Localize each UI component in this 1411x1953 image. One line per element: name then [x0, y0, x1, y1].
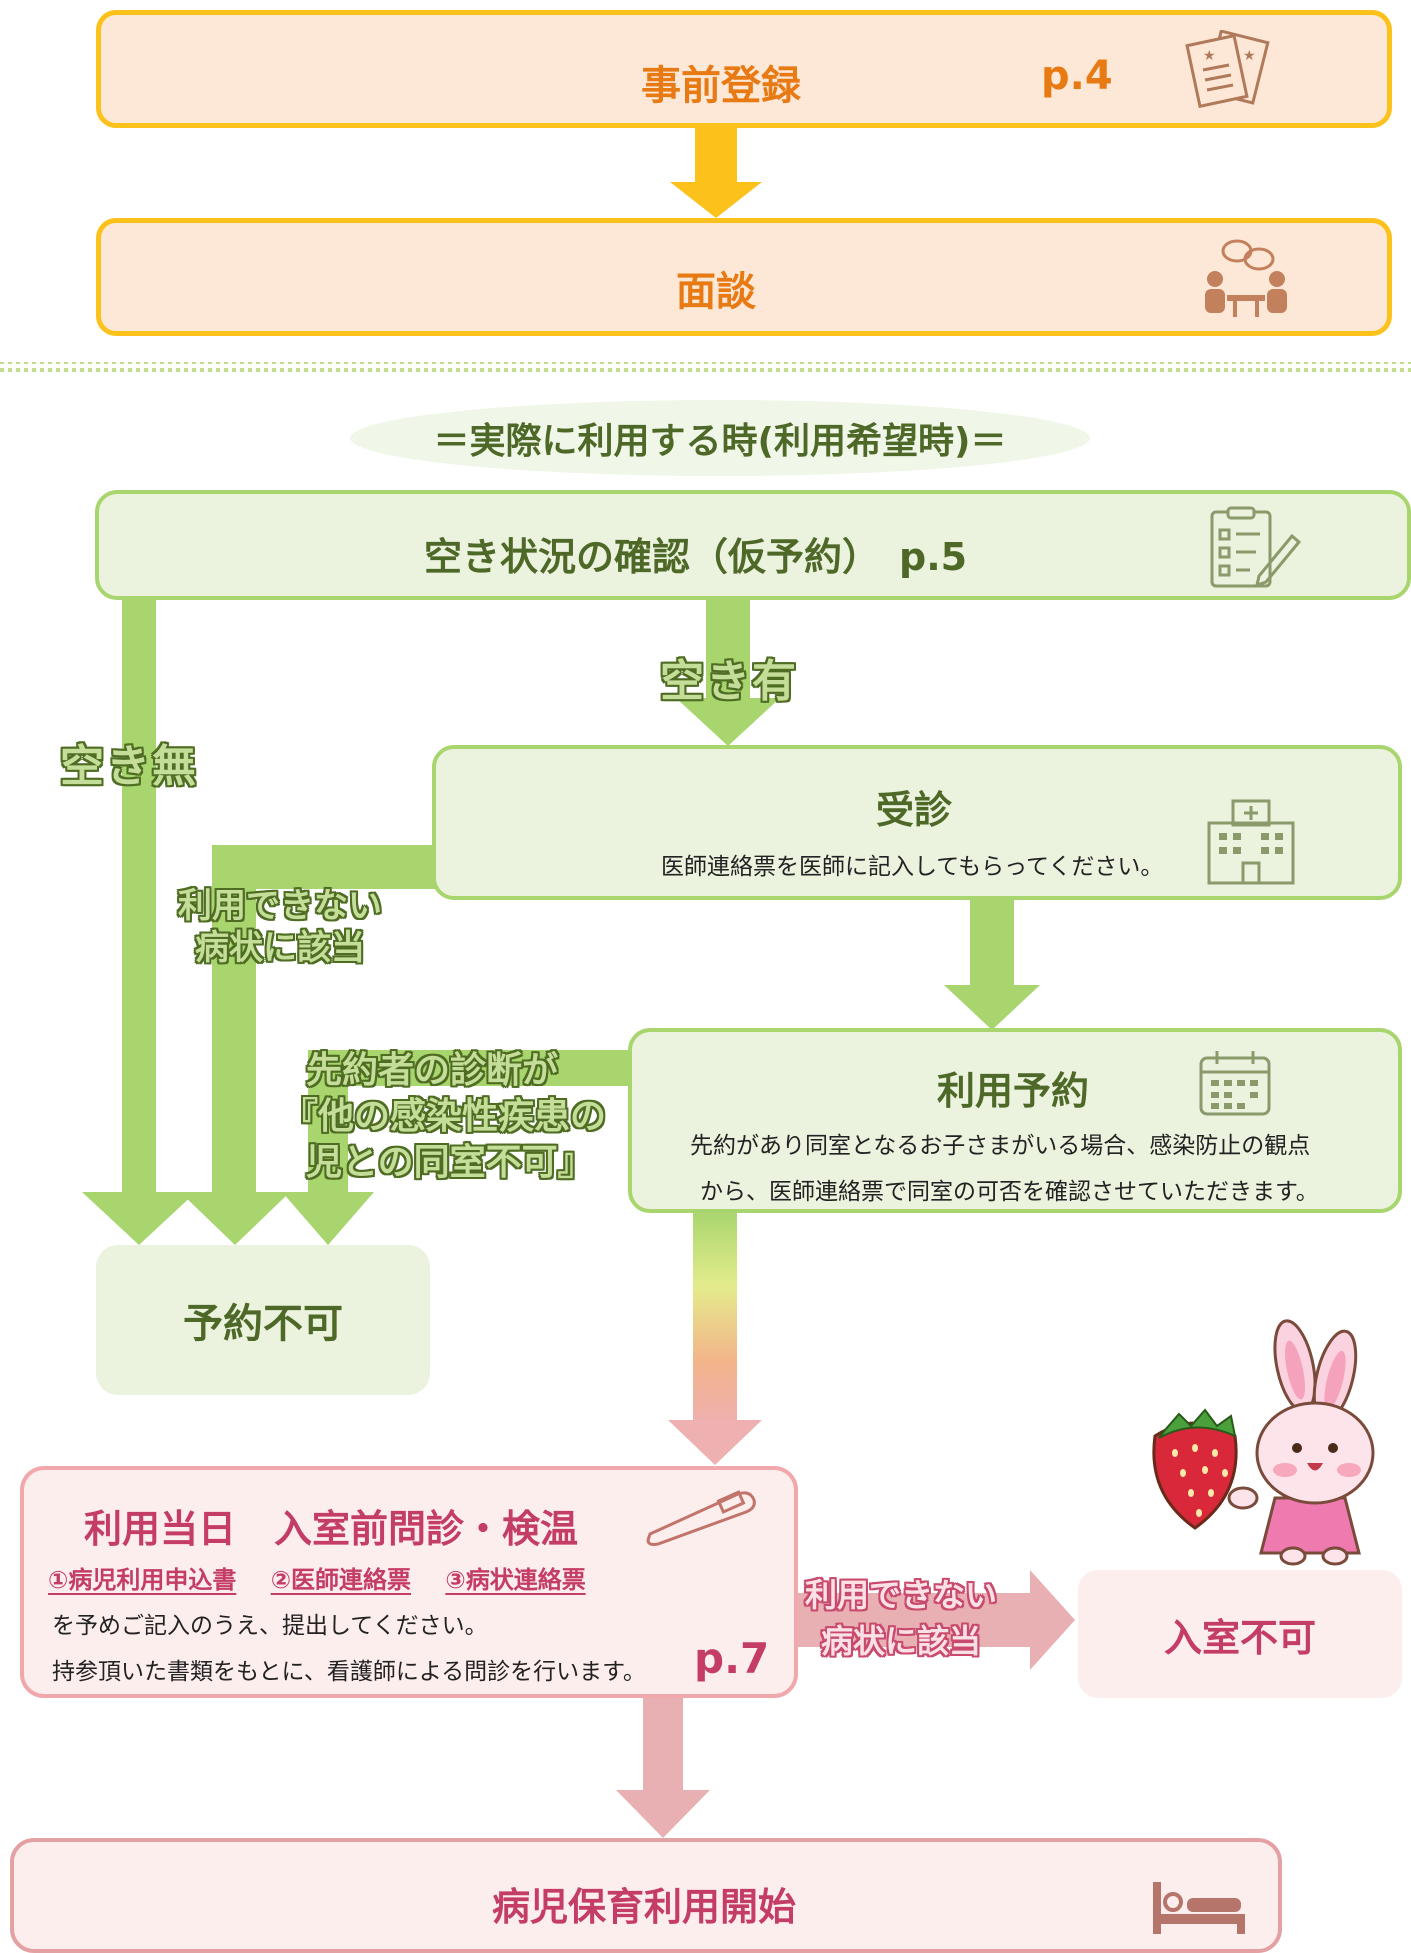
- label-prior-line3: 児との同室不可』: [306, 1142, 594, 1183]
- label-available: 空き有: [660, 656, 798, 707]
- label-entry-line2: 病状に該当: [821, 1622, 982, 1660]
- arrow-registration-to-interview: [670, 128, 762, 218]
- same-day-text-line2: 持参頂いた書類をもとに、看護師による問診を行います。: [52, 1659, 646, 1685]
- same-day-page: p.7: [694, 1634, 770, 1683]
- same-day-documents: ①病児利用申込書 ②医師連絡票 ③病状連絡票: [48, 1560, 586, 1595]
- reservation-box: 利用予約 先約があり同室となるお子さまがいる場合、感染防止の観点 から、医師連絡…: [628, 1028, 1402, 1213]
- availability-title: 空き状況の確認（仮予約） p.5: [424, 535, 968, 579]
- label-entry-line1: 利用できない: [805, 1576, 998, 1614]
- consultation-text: 医師連絡票を医師に記入してもらってください。: [661, 854, 1164, 880]
- dotted-separator: [0, 362, 1411, 374]
- not-reservable-text: 予約不可: [183, 1301, 343, 1347]
- bed-icon: [1153, 1882, 1245, 1934]
- interview-title: 面談: [676, 269, 756, 315]
- checklist-icon: [1210, 506, 1302, 588]
- calendar-icon: [1199, 1051, 1271, 1116]
- pre-registration-box: 事前登録 p.4 ★ ★: [96, 10, 1392, 128]
- pre-registration-title: 事前登録: [641, 63, 801, 109]
- consultation-title: 受診: [876, 788, 953, 832]
- entry-denied-box: 入室不可: [1078, 1570, 1402, 1698]
- consultation-box: 受診 医師連絡票を医師に記入してもらってください。: [432, 745, 1402, 900]
- label-not-applicable: 利用できない 病状に該当: [178, 885, 382, 969]
- label-entry-not-applicable: 利用できない 病状に該当: [805, 1572, 997, 1664]
- rabbit-strawberry-illustration: [1152, 1319, 1375, 1566]
- reservation-text-line2: から、医師連絡票で同室の可否を確認させていただきます。: [700, 1179, 1319, 1205]
- reservation-title: 利用予約: [937, 1069, 1090, 1113]
- hospital-icon: [1207, 799, 1295, 885]
- availability-box: 空き状況の確認（仮予約） p.5: [95, 490, 1411, 600]
- svg-text:★: ★: [1243, 48, 1256, 64]
- meeting-icon: [1205, 239, 1287, 317]
- usage-heading-text: ＝実際に利用する時(利用希望時)＝: [433, 421, 1007, 462]
- pre-registration-page: p.4: [1041, 53, 1113, 99]
- same-day-text-line1: を予めご記入のうえ、提出してください。: [52, 1613, 488, 1639]
- documents-icon: ★ ★: [1185, 30, 1270, 109]
- label-prior-line2: 『他の感染性疾患の: [282, 1096, 607, 1137]
- arrow-reservation-to-sameday: [668, 1210, 762, 1465]
- svg-text:★: ★: [1203, 48, 1216, 64]
- entry-denied-text: 入室不可: [1163, 1615, 1316, 1660]
- label-not-applicable-line2: 病状に該当: [195, 928, 365, 968]
- usage-heading: ＝実際に利用する時(利用希望時)＝: [300, 412, 1140, 464]
- start-box: 病児保育利用開始: [10, 1838, 1282, 1953]
- arrow-unavailable: [122, 600, 156, 1200]
- reservation-text-line1: 先約があり同室となるお子さまがいる場合、感染防止の観点: [690, 1133, 1311, 1159]
- interview-box: 面談: [96, 218, 1392, 336]
- label-unavailable: 空き無: [60, 741, 198, 792]
- thermometer-icon: [646, 1490, 756, 1546]
- label-not-applicable-line1: 利用できない: [178, 886, 382, 926]
- label-prior-patient: 先約者の診断が 『他の感染性疾患の 児との同室不可』: [282, 1048, 606, 1186]
- label-prior-line1: 先約者の診断が: [306, 1050, 559, 1091]
- same-day-box: 利用当日 入室前問診・検温 ①病児利用申込書 ②医師連絡票 ③病状連絡票 を予め…: [20, 1466, 798, 1698]
- start-title: 病児保育利用開始: [492, 1885, 797, 1929]
- doc-doctor-note: ②医師連絡票: [270, 1566, 412, 1594]
- same-day-title: 利用当日 入室前問診・検温: [84, 1507, 579, 1551]
- doc-condition-note: ③病状連絡票: [445, 1566, 586, 1594]
- not-reservable-box: 予約不可: [96, 1245, 430, 1395]
- doc-application: ①病児利用申込書: [48, 1566, 237, 1594]
